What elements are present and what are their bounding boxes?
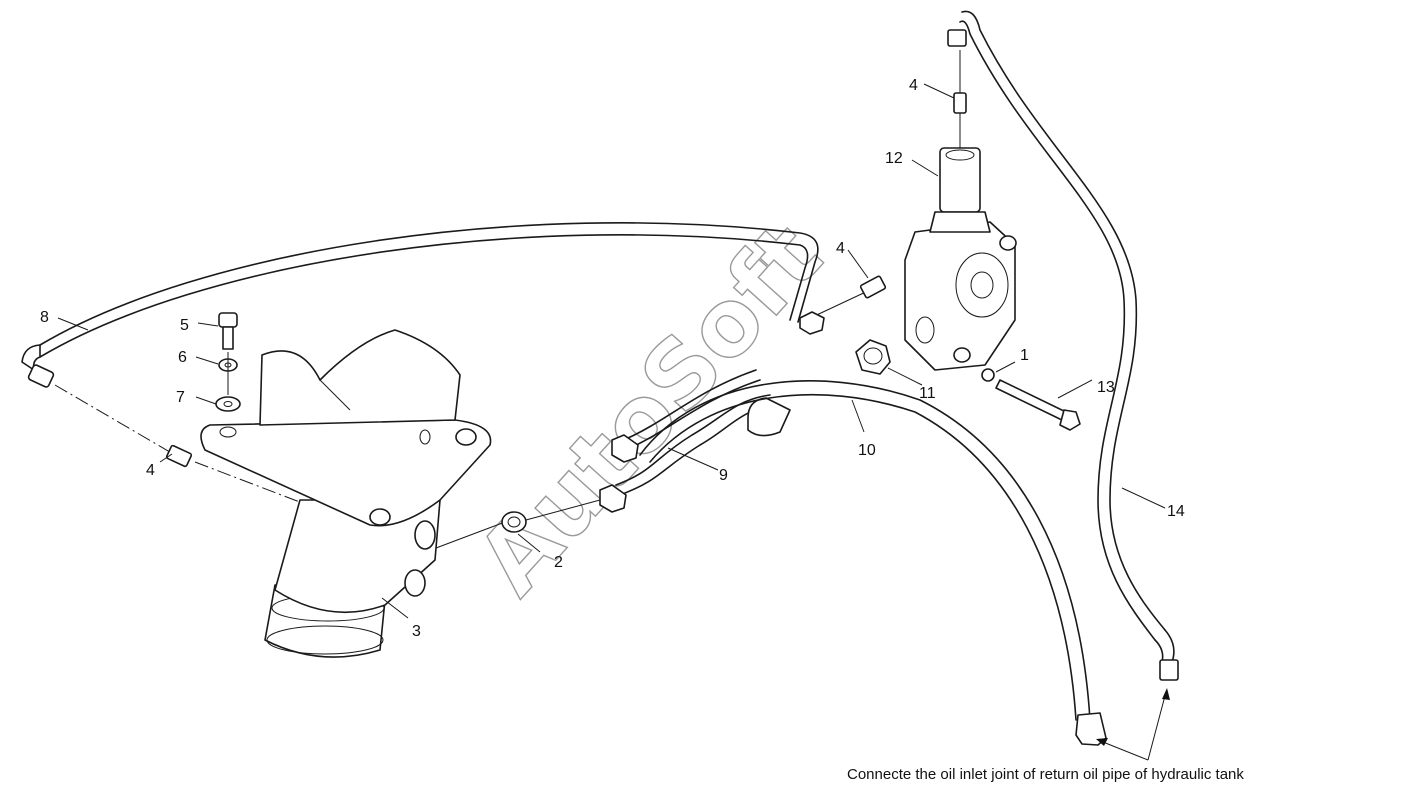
callout-4-middle: 4 — [836, 240, 845, 257]
callout-2: 2 — [554, 554, 563, 571]
fitting-near-pipe8 — [799, 311, 825, 335]
motor-housing-3 — [200, 329, 492, 658]
callout-9: 9 — [719, 467, 728, 484]
leader-lines — [57, 83, 1166, 619]
callout-10: 10 — [858, 442, 876, 459]
note-arrows — [1096, 688, 1170, 761]
fitting-4-middle — [859, 275, 887, 299]
pipe-10 — [639, 380, 1107, 746]
washer-1 — [981, 368, 995, 382]
pipe-14 — [947, 10, 1179, 681]
callout-12: 12 — [885, 150, 903, 167]
fitting-4-top — [953, 92, 967, 114]
bolt-13 — [995, 379, 1081, 431]
callout-labels: 1 2 3 4 4 4 5 6 7 8 9 10 11 12 13 14 — [40, 77, 1185, 640]
pipe-8 — [21, 222, 819, 388]
callout-14: 14 — [1167, 503, 1185, 520]
fitting-2 — [501, 511, 527, 533]
callout-1: 1 — [1020, 347, 1029, 364]
bolt-5 — [218, 312, 238, 350]
callout-6: 6 — [178, 349, 187, 366]
hydraulic-tank-note: Connecte the oil inlet joint of return o… — [847, 766, 1244, 783]
fitting-4-left — [165, 444, 193, 468]
centerline-left — [54, 384, 176, 456]
callout-11: 11 — [919, 385, 936, 402]
callout-7: 7 — [176, 389, 185, 406]
motor-to-fitting-line — [435, 521, 506, 549]
hose-9 — [599, 369, 791, 513]
washer-7 — [215, 396, 241, 412]
callout-13: 13 — [1097, 379, 1115, 396]
callout-5: 5 — [180, 317, 189, 334]
fitting-2-to-hose — [525, 499, 601, 521]
callout-4-left: 4 — [146, 462, 155, 479]
callout-3: 3 — [412, 623, 421, 640]
callout-4-top: 4 — [909, 77, 918, 94]
fitting-11 — [855, 339, 891, 375]
callout-8: 8 — [40, 309, 49, 326]
valve-12 — [904, 147, 1017, 371]
